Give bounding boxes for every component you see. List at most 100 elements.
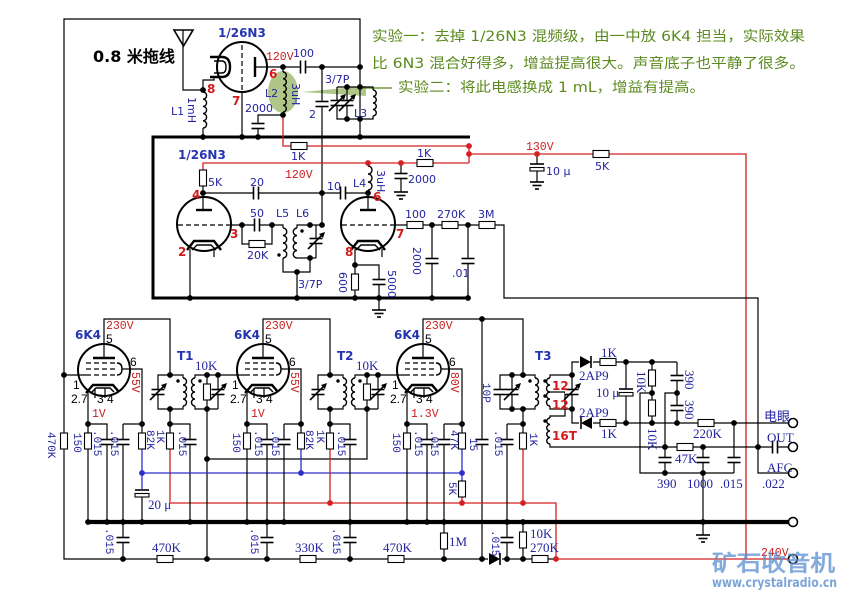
resistor-value: 10K xyxy=(356,358,379,373)
coil-winding xyxy=(372,89,377,117)
junction-dot xyxy=(700,519,706,525)
resistor-1m xyxy=(439,532,449,550)
wire-gap xyxy=(116,538,130,542)
diode-triangle xyxy=(489,553,500,565)
screen-voltage-label: 55V xyxy=(128,372,141,393)
coil-winding xyxy=(190,377,196,407)
resistor-10k xyxy=(202,383,212,401)
junction-dot xyxy=(441,519,447,525)
junction-dot xyxy=(459,421,465,427)
junction-dot xyxy=(200,190,206,196)
pin-label: 7 xyxy=(232,94,240,108)
junction-dot xyxy=(375,372,381,378)
tube-heater xyxy=(409,387,434,394)
coil-winding xyxy=(367,165,373,191)
junction-dot xyxy=(200,87,206,93)
resistor-value: 1K xyxy=(291,150,306,163)
inductor-name: L3 xyxy=(354,107,367,120)
junctions-layer xyxy=(61,64,799,565)
arrow-head xyxy=(221,383,227,389)
annotation-experiment-1-cont: 比 6N3 混合好得多，增益提高很大。声音底子也平静了很多。 xyxy=(372,55,805,72)
resistor-value: 82K xyxy=(302,430,314,450)
pin-label: 3 xyxy=(416,392,423,406)
inductor-l5 xyxy=(282,227,288,259)
arrow-head xyxy=(319,232,325,238)
junction-dot xyxy=(298,470,304,476)
resistor-value: 470K xyxy=(383,540,413,555)
resistor-body xyxy=(290,141,308,151)
transformer-label: T3 xyxy=(535,349,552,363)
pin-label: 6 xyxy=(269,67,277,81)
pin-label: 2 xyxy=(178,245,186,259)
coil-winding xyxy=(534,377,540,407)
resistor-body xyxy=(697,418,715,428)
capacitor-value: 2000 xyxy=(408,173,436,186)
resistor-value: 47K xyxy=(447,430,459,450)
capacitor-value: .015 xyxy=(488,530,500,556)
plate-wire xyxy=(103,318,171,375)
transformer-primary-trimmer xyxy=(503,383,521,401)
capacitor-value: 2000 xyxy=(410,247,423,275)
transformer-label: T1 xyxy=(177,349,194,363)
junction-dot xyxy=(569,406,575,412)
junction-dot xyxy=(298,421,304,427)
coil-winding xyxy=(282,71,287,113)
capacitor-value: 20 xyxy=(250,176,264,189)
capacitor-plate xyxy=(529,166,545,172)
capacitor-value: .01 xyxy=(452,267,470,280)
wire xyxy=(355,264,380,310)
capacitor-2000 xyxy=(425,257,439,265)
inductor-name: L4 xyxy=(353,177,366,190)
resistor-body xyxy=(248,239,266,249)
resistor-value: 10K xyxy=(195,358,218,373)
polarity-dot xyxy=(543,379,547,383)
junction-dot xyxy=(167,372,173,378)
junction-dot xyxy=(307,255,313,261)
pin-label: 8 xyxy=(207,82,215,96)
junction-dot xyxy=(365,190,371,196)
junction-dot xyxy=(307,222,313,228)
inductor-l1 xyxy=(202,91,208,129)
junction-dot xyxy=(255,134,261,140)
junction-dot xyxy=(215,372,221,378)
resistor-270k xyxy=(441,220,459,230)
tube-if-stage-2 xyxy=(236,343,290,398)
inductor-l6 xyxy=(292,227,298,259)
transformer-primary xyxy=(534,377,540,407)
wire-gap xyxy=(475,440,489,444)
adjust-arrow xyxy=(338,95,355,112)
resistor-body xyxy=(416,158,434,168)
polarity-dot xyxy=(176,379,180,383)
resistor-body xyxy=(296,432,306,450)
junction-dot xyxy=(520,372,526,378)
resistor-20k xyxy=(248,239,266,249)
junction-dot xyxy=(404,519,410,525)
transformer-secondary xyxy=(190,377,196,407)
voltage-label: 240V xyxy=(761,547,789,560)
wire-gap xyxy=(372,280,386,284)
pin-label: 5 xyxy=(265,332,272,346)
watermark-title: 矿石收音机 xyxy=(712,551,835,577)
resistor-5k xyxy=(592,149,610,159)
diode-label: 2AP9 xyxy=(579,368,609,383)
wire-gap xyxy=(500,538,514,542)
pin-label: 6 xyxy=(373,190,381,204)
junction-dot xyxy=(85,421,91,427)
wire-gap xyxy=(100,440,114,444)
junction-dot xyxy=(520,500,526,506)
capacitor-value: .015 xyxy=(107,430,119,456)
resistor-body xyxy=(406,220,424,230)
supply-wire xyxy=(469,153,747,559)
junction-dot xyxy=(364,406,370,412)
pin-label: 1 xyxy=(232,378,239,392)
junction-dot xyxy=(264,519,270,525)
winding-turns-label: 12 xyxy=(552,398,569,412)
ground-icon xyxy=(530,181,544,190)
capacitor xyxy=(116,536,130,544)
capacitor-value: 390 xyxy=(657,476,677,491)
adjust-arrow xyxy=(369,384,386,401)
junction-dot xyxy=(424,519,430,525)
wire-gap xyxy=(437,440,451,444)
resistor-value: 1K xyxy=(601,345,618,360)
winding-turns-label: 12 xyxy=(552,379,569,393)
